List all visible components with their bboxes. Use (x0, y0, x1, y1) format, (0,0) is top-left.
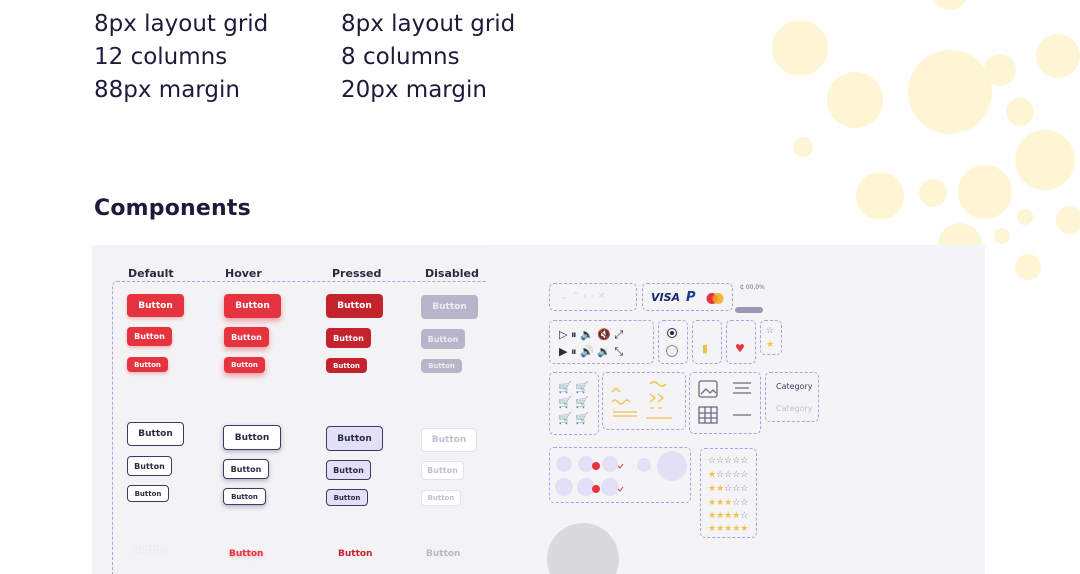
arrow-icons-set: ⌄ ⌃ ‹ › ✕ (560, 291, 606, 302)
grid-margin: 20px margin (341, 77, 487, 103)
heart-icon[interactable]: ♥ (735, 342, 745, 355)
loader-icons (611, 381, 672, 419)
grid-columns: 12 columns (94, 44, 228, 70)
button-primary-medium-disabled[interactable]: Button (421, 329, 465, 349)
button-outline-medium-disabled[interactable]: Button (421, 461, 464, 480)
cart-icons-frame (549, 372, 599, 435)
button-primary-large-disabled[interactable]: Button (421, 295, 478, 319)
mastercard-icon (706, 293, 724, 304)
button-text-disabled[interactable]: Button (426, 549, 461, 559)
button-outline-medium-hover[interactable]: Button (223, 459, 269, 479)
rating-0-stars[interactable]: ☆☆☆☆☆ (708, 456, 749, 466)
button-primary-medium-pressed[interactable]: Button (326, 328, 371, 348)
rating-5-stars[interactable]: ★★★★★ (708, 524, 749, 534)
grid-columns: 8 columns (341, 44, 460, 70)
avatar-set (555, 451, 687, 496)
media-controls-filled: ▶ ⏸ 🔊 🔉 ⤡ (559, 345, 624, 358)
state-header-hover: Hover (225, 267, 262, 280)
button-primary-small-hover[interactable]: Button (224, 357, 265, 373)
radio-unselected[interactable] (666, 345, 678, 357)
paypal-icon: P (686, 290, 696, 305)
heart-frame (726, 320, 756, 364)
grid-size: 8px layout grid (341, 11, 516, 37)
button-text-pressed[interactable]: Button (338, 549, 373, 559)
button-primary-medium-hover[interactable]: Button (224, 327, 269, 347)
avatar-set-frame (549, 447, 691, 503)
component-sheet (487, 245, 985, 574)
grid-spec-mobile: 8px layout grid 8 columns 20px margin (341, 8, 515, 107)
radio-selected[interactable] (667, 328, 677, 338)
arrow-icons-frame (549, 283, 637, 311)
content-icons (698, 380, 751, 424)
button-primary-large-pressed[interactable]: Button (326, 294, 383, 318)
rating-1-star[interactable]: ★☆☆☆☆ (708, 470, 749, 480)
button-primary-large[interactable]: Button (127, 294, 184, 317)
star-empty-icon[interactable]: ☆ (766, 326, 775, 336)
button-outline-medium-pressed[interactable]: Button (326, 460, 371, 480)
button-outline-small-hover[interactable]: Button (223, 488, 266, 505)
media-controls-outline: ▷ ⏸ 🔈 🔇 ⤢ (559, 328, 624, 341)
visa-icon: VISA (651, 291, 681, 304)
button-primary-medium[interactable]: Button (127, 327, 172, 346)
content-icons-frame (689, 372, 761, 434)
button-primary-small-pressed[interactable]: Button (326, 358, 367, 373)
grid-spec-desktop: 8px layout grid 12 columns 88px margin (94, 8, 268, 107)
components-panel: Default Hover Pressed Disabled Button Bu… (92, 245, 985, 574)
button-primary-large-hover[interactable]: Button (224, 294, 281, 318)
grid-margin: 88px margin (94, 77, 240, 103)
state-header-pressed: Pressed (332, 267, 382, 280)
button-text-hover[interactable]: Button (229, 549, 264, 559)
category-frame (765, 372, 819, 422)
category-label-active[interactable]: Category (776, 382, 813, 391)
cart-icons-outline[interactable]: 🛒 🛒 (558, 396, 589, 409)
progress-bar (735, 307, 763, 313)
star-filled-icon[interactable]: ★ (766, 340, 775, 350)
rating-2-stars[interactable]: ★★☆☆☆ (708, 484, 749, 494)
decorative-bubbles (772, 0, 1080, 280)
radio-frame (658, 320, 688, 364)
button-outline-large-pressed[interactable]: Button (326, 426, 383, 451)
bookmark-icon[interactable]: ▮ (702, 342, 709, 355)
state-header-default: Default (128, 267, 174, 280)
section-title: Components (94, 196, 251, 221)
rating-3-stars[interactable]: ★★★☆☆ (708, 498, 749, 508)
star-toggle-frame (760, 320, 782, 355)
loader-icons-frame (602, 372, 686, 430)
button-outline-small[interactable]: Button (127, 485, 169, 502)
button-outline-small-pressed[interactable]: Button (326, 489, 368, 506)
avatar-placeholder (547, 523, 619, 574)
state-header-disabled: Disabled (425, 267, 479, 280)
cart-icons-filled[interactable]: 🛒 🛒 (558, 412, 589, 425)
bookmark-frame (692, 320, 722, 364)
button-outline-medium[interactable]: Button (127, 456, 172, 476)
grid-size: 8px layout grid (94, 11, 269, 37)
rating-frame (700, 448, 757, 538)
balance-label: ₵ 00,0% (740, 284, 765, 291)
button-outline-large[interactable]: Button (127, 422, 184, 446)
button-primary-small[interactable]: Button (127, 357, 168, 372)
button-outline-large-hover[interactable]: Button (223, 425, 281, 450)
rating-4-stars[interactable]: ★★★★☆ (708, 511, 749, 521)
button-primary-small-disabled[interactable]: Button (421, 359, 462, 373)
category-label-disabled[interactable]: Category (776, 404, 813, 413)
button-outline-large-disabled[interactable]: Button (421, 428, 477, 452)
payment-icons-frame (642, 283, 733, 311)
cart-icons-disabled: 🛒 🛒 (558, 381, 589, 394)
button-outline-small-disabled[interactable]: Button (421, 490, 461, 506)
button-text-default[interactable]: Button (133, 545, 168, 555)
media-controls-frame (549, 320, 654, 364)
